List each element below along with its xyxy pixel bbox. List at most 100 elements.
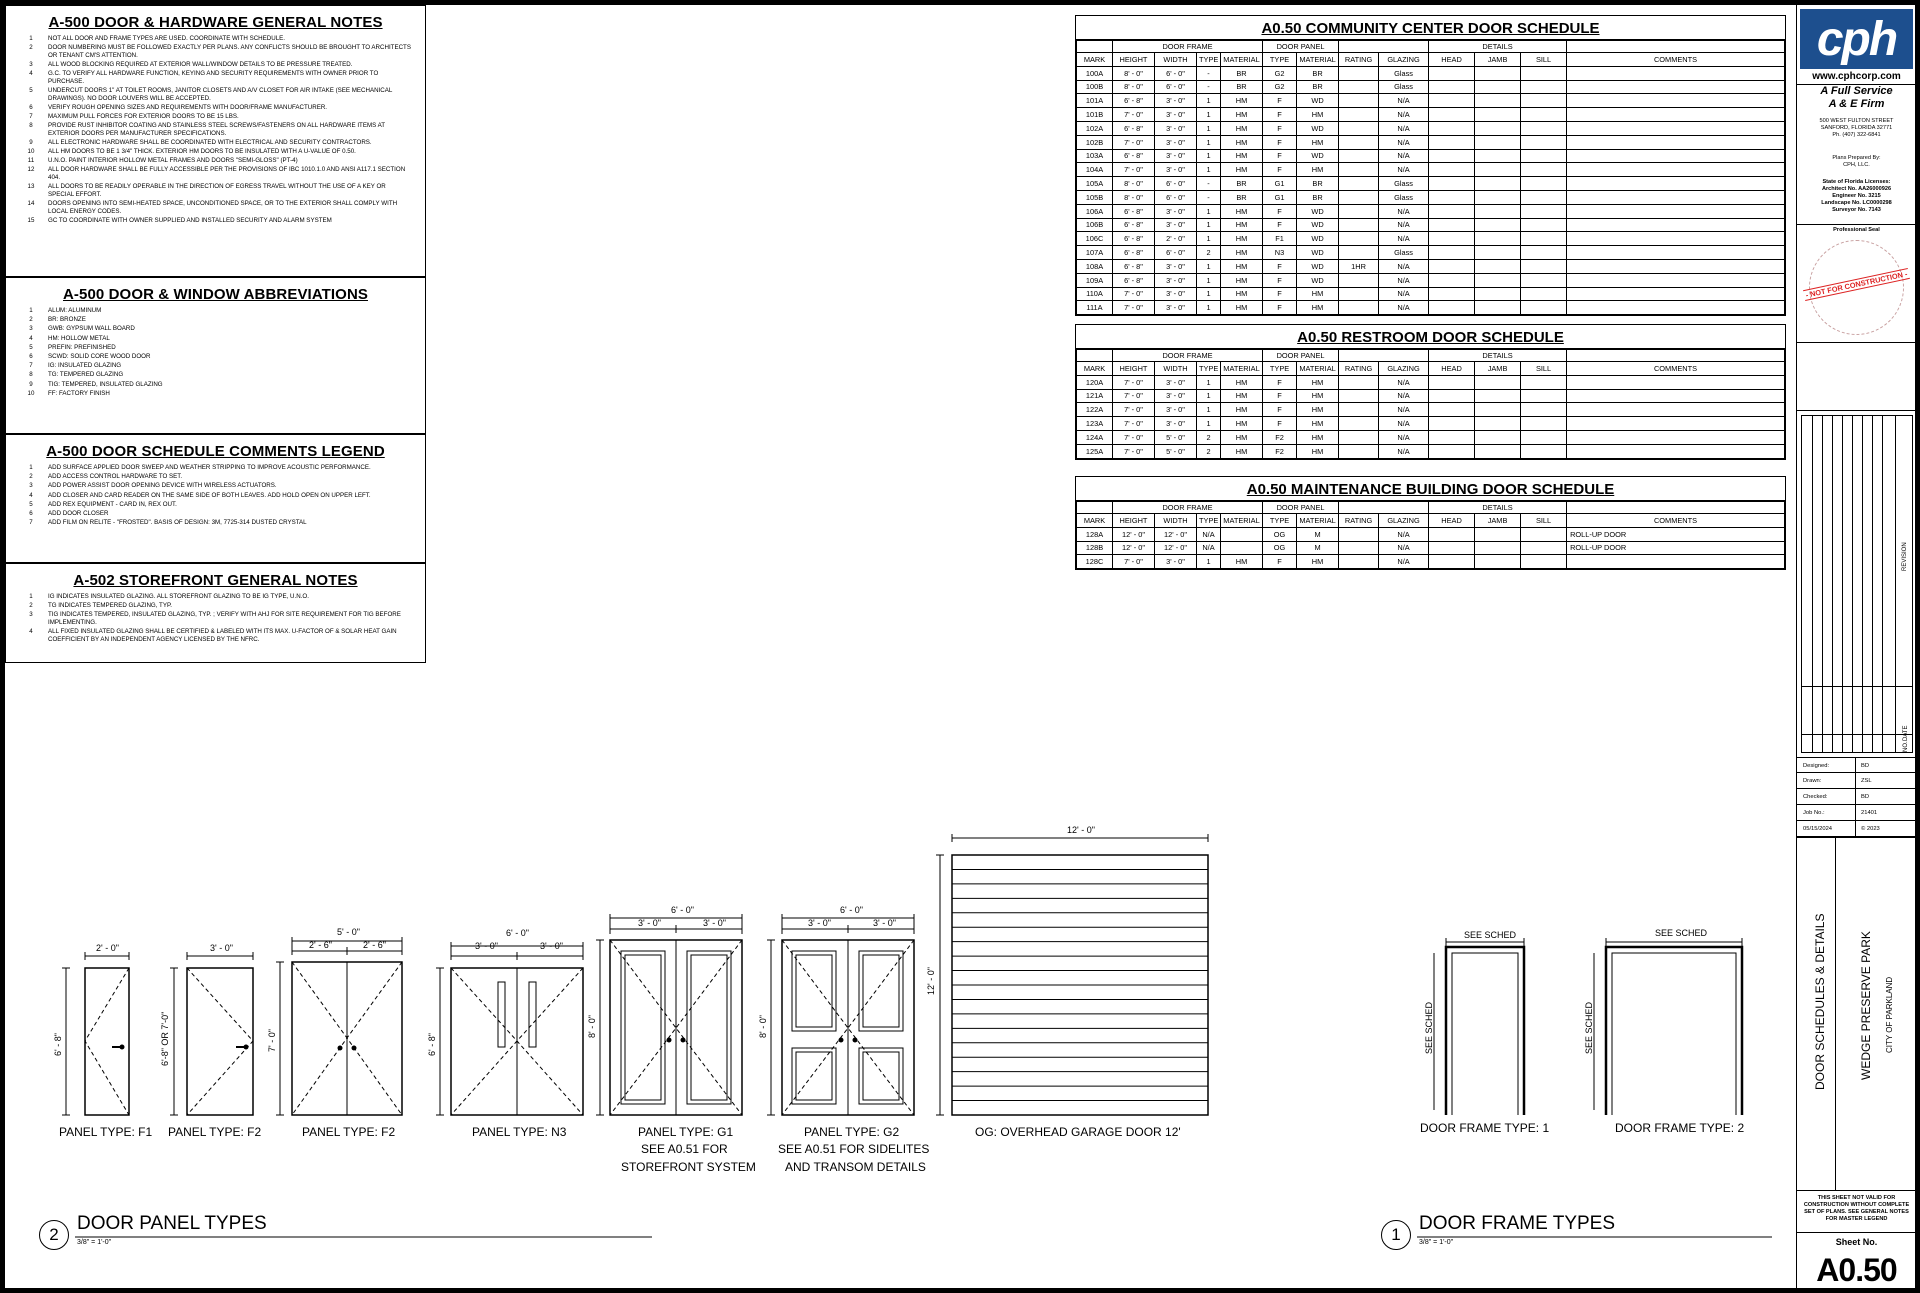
label-panel-g2-sub2: AND TRANSOM DETAILS [785, 1160, 926, 1174]
schedule-title: A0.50 MAINTENANCE BUILDING DOOR SCHEDULE [1076, 477, 1785, 501]
note-item: 13 ALL DOORS TO BE READILY OPERABLE IN TH… [14, 183, 417, 198]
frame2-top-dim: SEE SCHED [1655, 928, 1708, 938]
note-text: ALL ELECTRONIC HARDWARE SHALL BE COORDIN… [48, 138, 372, 146]
table-cell [1520, 300, 1568, 316]
firm-website[interactable]: www.cphcorp.com [1797, 71, 1916, 85]
note-text: TIG: TEMPERED, INSULATED GLAZING [48, 380, 163, 388]
note-number: 2 [29, 44, 33, 52]
info-key: Drawn: [1803, 778, 1822, 784]
label-panel-g2-sub1: SEE A0.51 FOR SIDELITES [778, 1142, 930, 1156]
note-number: 11 [27, 157, 35, 165]
note-number: 13 [27, 183, 35, 191]
note-text: ALUM: ALUMINUM [48, 307, 102, 314]
grid-line [1802, 686, 1912, 687]
licenses: State of Florida Licenses: Architect No.… [1797, 179, 1916, 214]
divider [1797, 1232, 1916, 1233]
table-cell [1520, 443, 1568, 459]
header-group: DOOR FRAME [1111, 40, 1264, 53]
frame1-side-dim: SEE SCHED [1424, 1001, 1434, 1054]
firm-address: 500 WEST FULTON STREET SANFORD, FLORIDA … [1797, 118, 1916, 139]
divider [1797, 410, 1916, 411]
info-value: BD [1861, 794, 1870, 800]
validity-line: SET OF PLANS. SEE GENERAL NOTES [1804, 1209, 1909, 1215]
note-number: 1 [29, 464, 33, 471]
dim-f1-width: 2' - 0" [96, 943, 119, 953]
info-key: Designed: [1803, 763, 1830, 769]
note-number: 7 [29, 112, 33, 120]
notes-title: A-502 STOREFRONT GENERAL NOTES [73, 572, 358, 589]
divider [1797, 224, 1916, 225]
table-cell [1566, 300, 1785, 316]
dim-g1-height: 8' - 0" [587, 1015, 597, 1038]
revision-label: REVISION [1902, 542, 1908, 571]
header-group: DETAILS [1428, 349, 1568, 362]
note-text: ALL FIXED INSULATED GLAZING SHALL BE CER… [48, 628, 397, 643]
note-text: IG: INSULATED GLAZING [48, 362, 122, 370]
header-group: DOOR PANEL [1262, 501, 1340, 514]
header-blank [1566, 40, 1785, 53]
table-cell: HM [1219, 286, 1264, 302]
dim-f1-height: 6' - 8" [53, 1033, 63, 1056]
dim-g2-width: 6' - 0" [840, 905, 863, 915]
table-cell: F2 [1262, 443, 1298, 459]
note-number: 1 [29, 35, 33, 42]
dim-f2b-width: 5' - 0" [337, 927, 360, 937]
note-text: ADD CLOSER AND CARD READER ON THE SAME S… [48, 491, 371, 499]
dim-g1-width: 6' - 0" [671, 905, 694, 915]
notes-title: A-500 DOOR & HARDWARE GENERAL NOTES [48, 14, 383, 31]
grid-line [1822, 416, 1823, 752]
info-row: Designed:BD [1797, 757, 1916, 773]
dim-f2b-height: 7' - 0" [267, 1029, 277, 1052]
note-number: 3 [29, 611, 33, 619]
note-text: PREFIN: PREFINISHED [48, 343, 116, 351]
schedule-title: A0.50 RESTROOM DOOR SCHEDULE [1076, 325, 1785, 349]
revision-table: REVISION DATE NO. [1801, 415, 1913, 753]
grid-line [1862, 416, 1863, 752]
table-cell: BR [1219, 189, 1264, 205]
header-blank [1566, 349, 1785, 362]
table-cell: HM [1296, 300, 1340, 316]
note-text: PROVIDE RUST INHIBITOR COATING AND STAIN… [48, 122, 385, 137]
no-label: NO. [1903, 741, 1909, 752]
header-group: DETAILS [1428, 40, 1568, 53]
note-number: 8 [29, 122, 33, 130]
note-number: 6 [29, 103, 33, 111]
note-text: U.N.O. PAINT INTERIOR HOLLOW METAL FRAME… [48, 157, 298, 165]
dim-g1-w2: 3' - 0" [703, 918, 726, 928]
divider [1797, 1190, 1916, 1191]
info-key: 05/15/2024 [1803, 826, 1833, 832]
sheet-title: DOOR SCHEDULES & DETAILS [1813, 913, 1827, 1090]
dim-g2-w2: 3' - 0" [873, 918, 896, 928]
frame1-top-dim: SEE SCHED [1464, 930, 1517, 940]
label-panel-g1-sub2: STOREFRONT SYSTEM [621, 1160, 756, 1174]
note-text: TG: TEMPERED GLAZING [48, 371, 124, 379]
sheet-number-label: Sheet No. [1835, 1237, 1878, 1247]
grid-line [1812, 416, 1813, 752]
table-cell: 7' - 0" [1112, 443, 1155, 459]
table-cell: HM [1219, 443, 1264, 459]
note-text: TG INDICATES TEMPERED GLAZING, TYP. [48, 602, 173, 610]
divider [1855, 805, 1856, 820]
note-number: 6 [29, 509, 33, 517]
table-cell: N/A [1378, 300, 1430, 316]
table-cell [1566, 554, 1785, 570]
note-text: ALL DOORS TO BE READILY OPERABLE IN THE … [48, 183, 386, 198]
note-text: GC TO COORDINATE WITH OWNER SUPPLIED AND… [48, 216, 332, 224]
